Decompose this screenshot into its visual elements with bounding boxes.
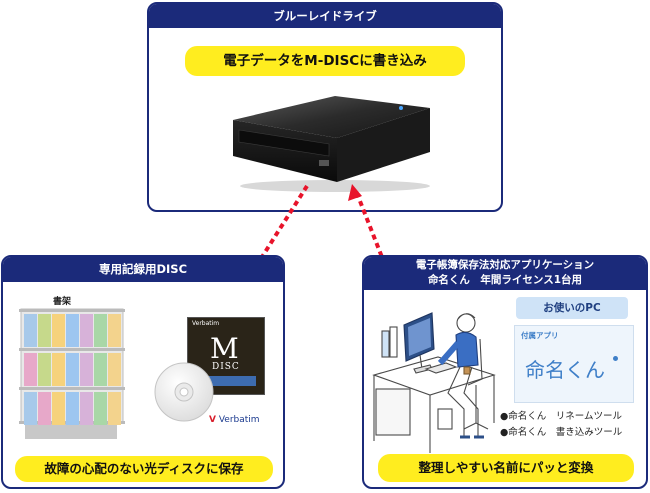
app-panel-title-line2: 命名くん 年間ライセンス1台用 xyxy=(427,274,583,286)
app-to-drive-arrowhead xyxy=(348,184,362,201)
disc-panel-title: 専用記録用DISC xyxy=(3,257,283,282)
tool-item-writer: ●命名くん 書き込みツール xyxy=(500,427,623,438)
app-logo-card: 付属アプリ 命名くん xyxy=(514,325,634,403)
office-worker-illustration xyxy=(372,312,496,453)
disc-logo-text: Verbatim xyxy=(218,415,260,425)
bluray-drive-image xyxy=(233,96,430,192)
tool-item-rename: ●命名くん リネームツール xyxy=(500,411,623,422)
drive-panel: ブルーレイドライブ 電子データをM-DISCに書き込み xyxy=(147,2,503,212)
app-panel-header: 電子帳簿保存法対応アプリケーション 命名くん 年間ライセンス1台用 xyxy=(364,257,646,290)
app-panel-title-line1: 電子帳簿保存法対応アプリケーション xyxy=(415,259,595,271)
tool-list: ●命名くん リネームツール ●命名くん 書き込みツール xyxy=(500,409,622,441)
package-logo: Verbatim xyxy=(192,320,220,327)
app-tag: 付属アプリ xyxy=(521,331,559,340)
verbatim-mark-icon: V xyxy=(209,415,216,425)
disc-caption: 故障の心配のない光ディスクに保存 xyxy=(15,456,273,482)
app-logo: 命名くん xyxy=(525,358,605,382)
package-band xyxy=(196,376,256,386)
app-logo-sparkle-icon xyxy=(613,356,618,361)
disc-panel: 専用記録用DISC 書架 xyxy=(1,255,285,489)
app-panel: 電子帳簿保存法対応アプリケーション 命名くん 年間ライセンス1台用 xyxy=(362,255,648,489)
app-caption: 整理しやすい名前にパッと変換 xyxy=(378,454,634,482)
bookshelf-image xyxy=(19,308,125,439)
mdisc-image xyxy=(154,362,214,422)
disc-logo: V Verbatim xyxy=(209,415,260,425)
drive-panel-title: ブルーレイドライブ xyxy=(149,4,501,28)
shelf-label: 書架 xyxy=(53,297,72,307)
drive-caption: 電子データをM-DISCに書き込み xyxy=(185,46,465,76)
pc-badge: お使いのPC xyxy=(516,297,628,319)
package-title: M xyxy=(210,332,239,365)
package-subtitle: DISC xyxy=(212,362,240,372)
